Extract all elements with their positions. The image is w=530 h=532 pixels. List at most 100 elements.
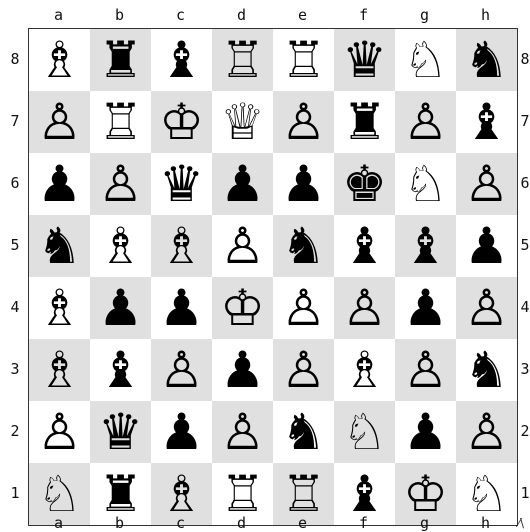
square-b5[interactable]: ♗: [90, 215, 151, 277]
black-pawn-icon[interactable]: ♟: [220, 345, 265, 395]
square-e7[interactable]: ♙: [273, 91, 334, 153]
white-pawn-icon[interactable]: ♙: [464, 283, 509, 333]
white-pawn-icon[interactable]: ♙: [403, 345, 448, 395]
black-knight-icon[interactable]: ♞: [281, 407, 326, 457]
white-pawn-icon[interactable]: ♙: [281, 345, 326, 395]
square-d7[interactable]: ♕: [212, 91, 273, 153]
white-pawn-icon[interactable]: ♙: [464, 407, 509, 457]
square-g4[interactable]: ♟: [395, 277, 456, 339]
square-a8[interactable]: ♗: [29, 29, 90, 91]
square-g3[interactable]: ♙: [395, 339, 456, 401]
black-queen-icon[interactable]: ♛: [159, 159, 204, 209]
white-pawn-icon[interactable]: ♙: [464, 159, 509, 209]
square-d5[interactable]: ♙: [212, 215, 273, 277]
white-pawn-icon[interactable]: ♙: [403, 97, 448, 147]
square-e6[interactable]: ♟: [273, 153, 334, 215]
white-bishop-icon[interactable]: ♗: [342, 345, 387, 395]
white-pawn-icon[interactable]: ♙: [98, 159, 143, 209]
white-bishop-icon[interactable]: ♗: [37, 283, 82, 333]
square-c4[interactable]: ♟: [151, 277, 212, 339]
square-f6[interactable]: ♚: [334, 153, 395, 215]
white-knight-icon[interactable]: ♘: [403, 159, 448, 209]
black-bishop-icon[interactable]: ♝: [98, 345, 143, 395]
black-bishop-icon[interactable]: ♝: [159, 35, 204, 85]
black-bishop-icon[interactable]: ♝: [464, 97, 509, 147]
square-a4[interactable]: ♗: [29, 277, 90, 339]
square-c6[interactable]: ♛: [151, 153, 212, 215]
black-pawn-icon[interactable]: ♟: [159, 407, 204, 457]
black-bishop-icon[interactable]: ♝: [403, 221, 448, 271]
black-knight-icon[interactable]: ♞: [464, 35, 509, 85]
black-knight-icon[interactable]: ♞: [464, 345, 509, 395]
square-b7[interactable]: ♖: [90, 91, 151, 153]
black-queen-icon[interactable]: ♛: [342, 35, 387, 85]
square-c3[interactable]: ♙: [151, 339, 212, 401]
square-a7[interactable]: ♙: [29, 91, 90, 153]
square-c7[interactable]: ♔: [151, 91, 212, 153]
square-h6[interactable]: ♙: [456, 153, 517, 215]
square-c8[interactable]: ♝: [151, 29, 212, 91]
white-pawn-icon[interactable]: ♙: [342, 283, 387, 333]
white-pawn-icon[interactable]: ♙: [37, 407, 82, 457]
square-d6[interactable]: ♟: [212, 153, 273, 215]
square-b3[interactable]: ♝: [90, 339, 151, 401]
white-pawn-icon[interactable]: ♙: [220, 221, 265, 271]
square-d2[interactable]: ♙: [212, 401, 273, 463]
white-pawn-icon[interactable]: ♙: [220, 407, 265, 457]
square-a6[interactable]: ♟: [29, 153, 90, 215]
white-bishop-icon[interactable]: ♗: [37, 35, 82, 85]
black-pawn-icon[interactable]: ♟: [98, 283, 143, 333]
white-bishop-icon[interactable]: ♗: [159, 469, 204, 519]
white-rook-icon[interactable]: ♖: [98, 97, 143, 147]
white-bishop-icon[interactable]: ♗: [37, 345, 82, 395]
square-f5[interactable]: ♝: [334, 215, 395, 277]
white-queen-icon[interactable]: ♕: [220, 97, 265, 147]
square-b8[interactable]: ♜: [90, 29, 151, 91]
square-g7[interactable]: ♙: [395, 91, 456, 153]
square-e4[interactable]: ♙: [273, 277, 334, 339]
black-pawn-icon[interactable]: ♟: [37, 159, 82, 209]
square-b2[interactable]: ♛: [90, 401, 151, 463]
square-c5[interactable]: ♗: [151, 215, 212, 277]
square-h2[interactable]: ♙: [456, 401, 517, 463]
black-king-icon[interactable]: ♚: [342, 159, 387, 209]
white-king-icon[interactable]: ♔: [159, 97, 204, 147]
black-rook-icon[interactable]: ♜: [98, 469, 143, 519]
square-a3[interactable]: ♗: [29, 339, 90, 401]
black-rook-icon[interactable]: ♜: [342, 97, 387, 147]
square-g8[interactable]: ♘: [395, 29, 456, 91]
square-f3[interactable]: ♗: [334, 339, 395, 401]
white-rook-icon[interactable]: ♖: [281, 35, 326, 85]
black-queen-icon[interactable]: ♛: [98, 407, 143, 457]
square-f2[interactable]: ♘: [334, 401, 395, 463]
square-e2[interactable]: ♞: [273, 401, 334, 463]
square-f7[interactable]: ♜: [334, 91, 395, 153]
black-knight-icon[interactable]: ♞: [37, 221, 82, 271]
square-h4[interactable]: ♙: [456, 277, 517, 339]
white-bishop-icon[interactable]: ♗: [98, 221, 143, 271]
black-knight-icon[interactable]: ♞: [281, 221, 326, 271]
black-bishop-icon[interactable]: ♝: [342, 221, 387, 271]
black-pawn-icon[interactable]: ♟: [403, 283, 448, 333]
square-d8[interactable]: ♖: [212, 29, 273, 91]
white-king-icon[interactable]: ♔: [403, 469, 448, 519]
black-bishop-icon[interactable]: ♝: [342, 469, 387, 519]
white-rook-icon[interactable]: ♖: [220, 35, 265, 85]
square-d3[interactable]: ♟: [212, 339, 273, 401]
white-rook-icon[interactable]: ♖: [281, 469, 326, 519]
white-knight-icon[interactable]: ♘: [342, 407, 387, 457]
black-pawn-icon[interactable]: ♟: [220, 159, 265, 209]
square-d4[interactable]: ♔: [212, 277, 273, 339]
white-king-icon[interactable]: ♔: [220, 283, 265, 333]
square-c2[interactable]: ♟: [151, 401, 212, 463]
square-b6[interactable]: ♙: [90, 153, 151, 215]
white-pawn-icon[interactable]: ♙: [281, 283, 326, 333]
white-pawn-icon[interactable]: ♙: [159, 345, 204, 395]
white-pawn-icon[interactable]: ♙: [281, 97, 326, 147]
square-h8[interactable]: ♞: [456, 29, 517, 91]
square-f8[interactable]: ♛: [334, 29, 395, 91]
black-pawn-icon[interactable]: ♟: [464, 221, 509, 271]
square-a5[interactable]: ♞: [29, 215, 90, 277]
square-h3[interactable]: ♞: [456, 339, 517, 401]
black-rook-icon[interactable]: ♜: [98, 35, 143, 85]
